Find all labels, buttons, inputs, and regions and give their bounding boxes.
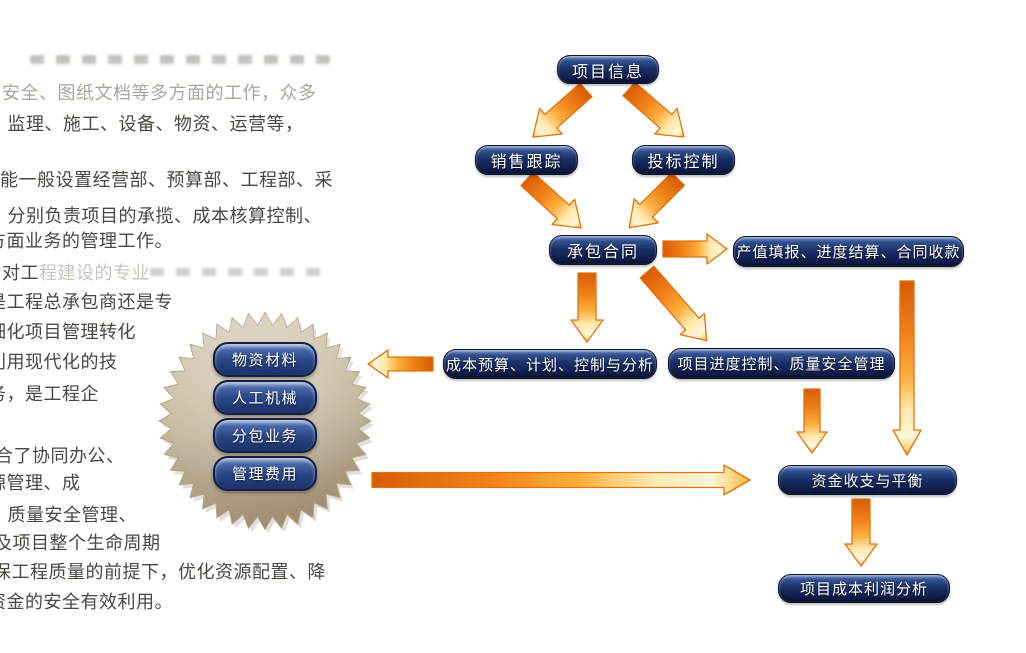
node-output-report: 产值填报、进度结算、合同收款 [733,236,964,267]
node-fund-balance: 资金收支与平衡 [778,465,957,495]
arrow-bid-to-contract [628,171,686,229]
arrow-contract-to-cost [570,272,604,343]
badge-item-overhead: 管理费用 [213,456,317,491]
arrow-badge-to-fund [371,464,751,496]
arrow-progress-to-fund [796,388,828,454]
doc-line: 、分别负责项目的承揽、成本核算控制、 [0,206,322,226]
flow-arrows [367,81,922,567]
doc-line: 方面业务的管理工作。 [0,231,173,251]
node-cost-profit: 项目成本利润分析 [778,574,950,603]
doc-line: 是工程总承包商还是专 [0,292,173,312]
badge-item-materials: 物资材料 [213,342,317,377]
doc-line: 细化项目管理转化 [0,322,136,342]
arrow-output-to-fund [892,280,922,456]
doc-line: 及项目整个生命周期 [0,533,161,553]
doc-line-faded: 程建设的专业 [39,263,150,283]
node-progress-quality: 项目进度控制、质量安全管理 [668,348,895,379]
arrow-sales-to-contract [520,171,582,229]
arrow-contract-to-progress [639,265,708,342]
badge-item-subcontract: 分包业务 [213,418,317,453]
node-contract: 承包合同 [549,235,657,265]
doc-line: 利用现代化的技 [0,352,118,372]
doc-line: 合了协同办公、 [0,446,125,466]
node-sales-tracking: 销售跟踪 [475,145,578,175]
document-text-column: 安全、图纸文档等多方面的工作，众多 、监理、施工、设备、物资、运营等， 能一般设… [0,0,334,653]
doc-line: 源管理、成 [0,473,81,493]
doc-line: 安全、图纸文档等多方面的工作，众多 [2,83,317,103]
doc-line: 能一般设置经营部、预算部、工程部、采 [0,170,333,190]
doc-line: 保工程质量的前提下，优化资源配置、降 [0,562,326,582]
arrow-cost-to-badge [367,349,434,379]
erased-text-smudge [150,268,325,276]
arrow-info-to-bid [622,81,685,138]
node-project-info: 项目信息 [557,55,659,84]
doc-line: 、质量安全管理、 [0,505,137,525]
doc-line: 、监理、施工、设备、物资、运营等， [0,114,304,134]
doc-line: 资金的安全有效利用。 [0,592,173,612]
doc-line-clear: 对工 [2,263,39,283]
arrow-contract-to-output [662,233,728,265]
doc-line: 对工程建设的专业 [2,264,150,282]
node-bid-control: 投标控制 [632,145,735,175]
arrow-info-to-sales [532,82,593,138]
arrow-fund-to-profit [844,498,878,567]
erased-text-smudge [30,55,330,64]
badge-item-labor-machinery: 人工机械 [213,380,317,415]
doc-line: 务，是工程企 [0,384,99,404]
node-cost-budget: 成本预算、计划、控制与分析 [443,349,657,379]
